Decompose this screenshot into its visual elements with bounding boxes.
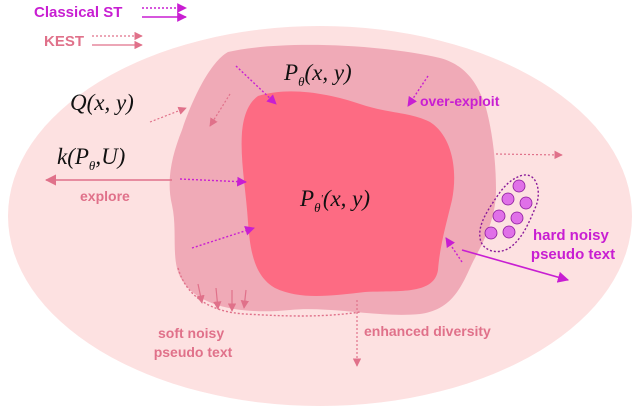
hard-noise-dot: [510, 211, 524, 225]
p-theta-main: P: [283, 60, 298, 85]
soft-noise-arrow: [213, 287, 222, 310]
hard-noisy-line1: hard noisy: [533, 227, 610, 244]
k-function-rest: ,U): [95, 144, 125, 169]
p-theta-prime-subscript: θ: [314, 200, 321, 215]
outward-arrow: [495, 150, 563, 160]
hard-noise-dot: [501, 192, 515, 206]
q-distribution-label: Q(x, y): [70, 90, 134, 115]
inward-arrow: [179, 176, 247, 187]
hard-noise-arrow: [461, 249, 570, 283]
p-theta-subscript: θ: [298, 74, 305, 89]
explore-label: explore: [80, 188, 130, 204]
over-exploit-label: over-exploit: [420, 93, 500, 109]
legend-classical-st-label: Classical ST: [34, 4, 122, 21]
p-theta-prime-mark: ': [320, 193, 323, 205]
hard-noise-dot: [484, 226, 498, 240]
outward-arrow: [149, 106, 187, 123]
enhanced-diversity-label: enhanced diversity: [364, 323, 491, 339]
soft-noise-arrow: [240, 289, 250, 309]
hard-noise-dot: [502, 225, 516, 239]
p-theta-prime-region: [241, 91, 455, 296]
soft-noisy-label: soft noisy pseudo text: [154, 325, 233, 360]
p-theta-prime-label: Pθ'(x, y): [299, 186, 370, 215]
legend-kest-label: KEST: [44, 33, 84, 50]
p-theta-prime-args: (x, y): [323, 186, 370, 211]
hard-noise-dot: [492, 209, 506, 223]
inward-arrow: [445, 237, 463, 263]
p-theta-prime-main: P: [299, 186, 314, 211]
p-theta-args: (x, y): [304, 60, 351, 85]
hard-noise-dot: [519, 196, 533, 210]
hard-noisy-line2: pseudo text: [531, 246, 615, 263]
soft-noisy-line1: soft noisy: [158, 325, 224, 341]
k-function-subscript: θ: [89, 158, 96, 173]
hard-noisy-label: hard noisy pseudo text: [531, 227, 615, 263]
soft-noisy-line2: pseudo text: [154, 344, 233, 360]
k-function-prefix: k(P: [57, 144, 89, 169]
inward-arrow: [191, 226, 255, 249]
k-function-label: k(Pθ,U): [57, 144, 125, 173]
p-theta-label: Pθ(x, y): [283, 60, 352, 89]
hard-noisy-cluster-outline: [479, 174, 539, 253]
over-exploit-arrow: [235, 65, 277, 105]
hard-noise-dot: [512, 179, 526, 193]
soft-noise-arrow: [196, 283, 205, 304]
